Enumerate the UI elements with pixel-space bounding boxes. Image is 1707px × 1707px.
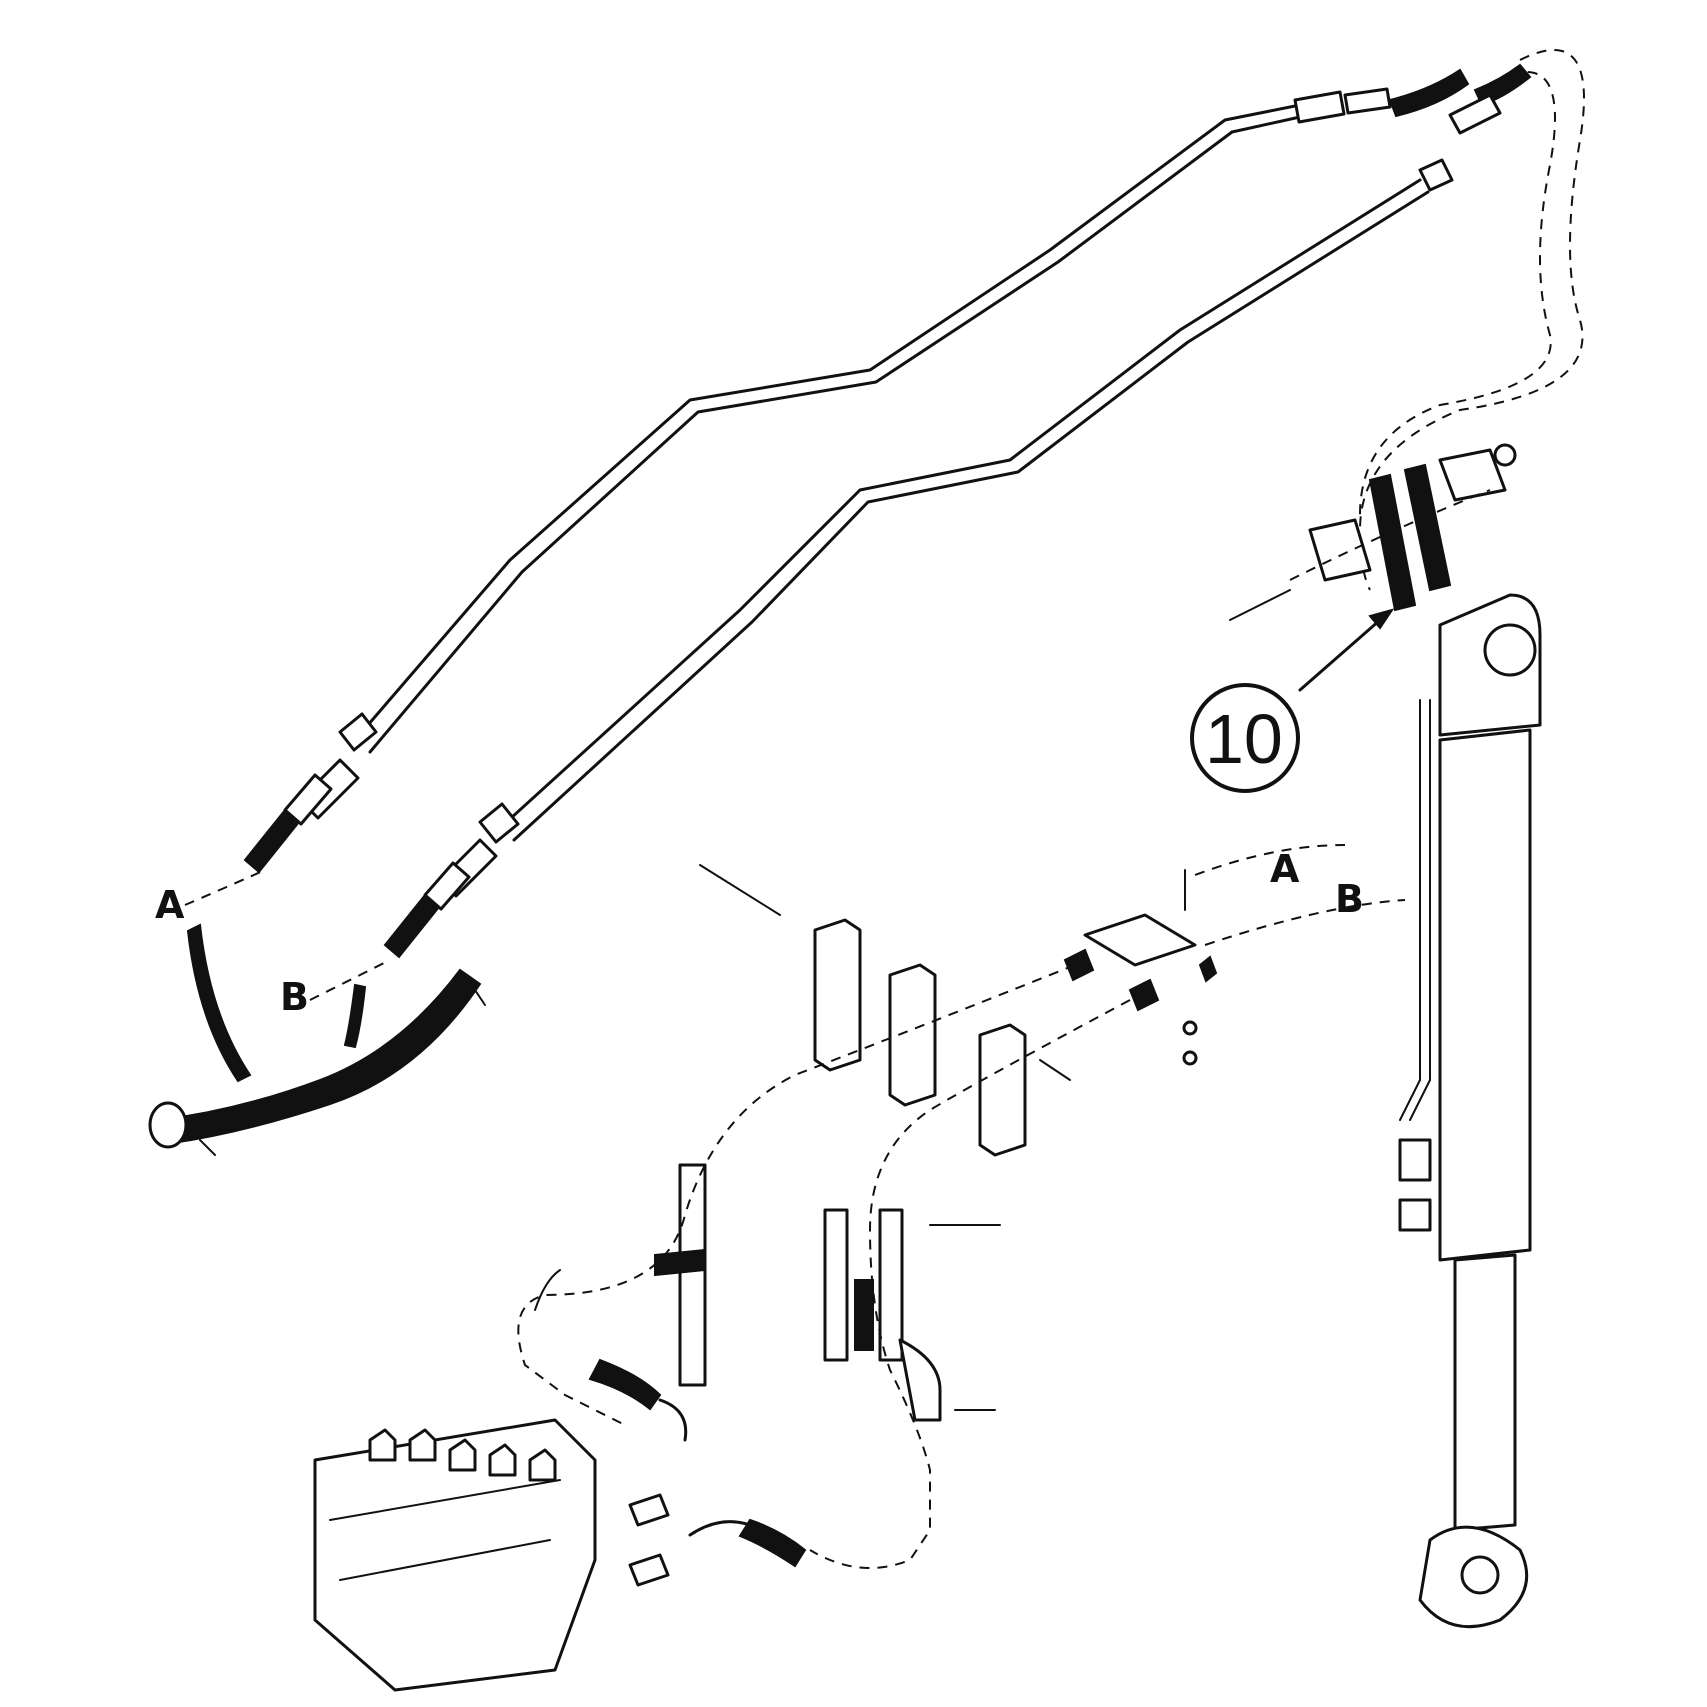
label-b-left: B <box>280 975 309 1019</box>
clamp-assembly-mid <box>699 864 1071 1157</box>
clamp-assembly-right <box>1063 869 1218 1066</box>
callout-arrowhead <box>1368 608 1395 630</box>
left-fittings <box>243 758 498 959</box>
control-valve <box>313 1358 807 1692</box>
callout-number: 10 <box>1205 700 1283 778</box>
left-hose <box>148 923 486 1156</box>
hydraulic-cylinder <box>1398 593 1542 1629</box>
label-a-left: A <box>155 883 185 927</box>
label-a-right: A <box>1270 847 1300 891</box>
upper-hose-connection <box>1358 49 1585 591</box>
steel-tube-a <box>338 87 1392 754</box>
callout-arrow <box>1298 618 1382 692</box>
cylinder-top-hoses <box>1229 443 1517 621</box>
label-b-right: B <box>1335 877 1364 921</box>
lower-brackets <box>534 1163 1001 1422</box>
steel-tube-b <box>478 158 1454 844</box>
callout-circle <box>1190 683 1300 793</box>
